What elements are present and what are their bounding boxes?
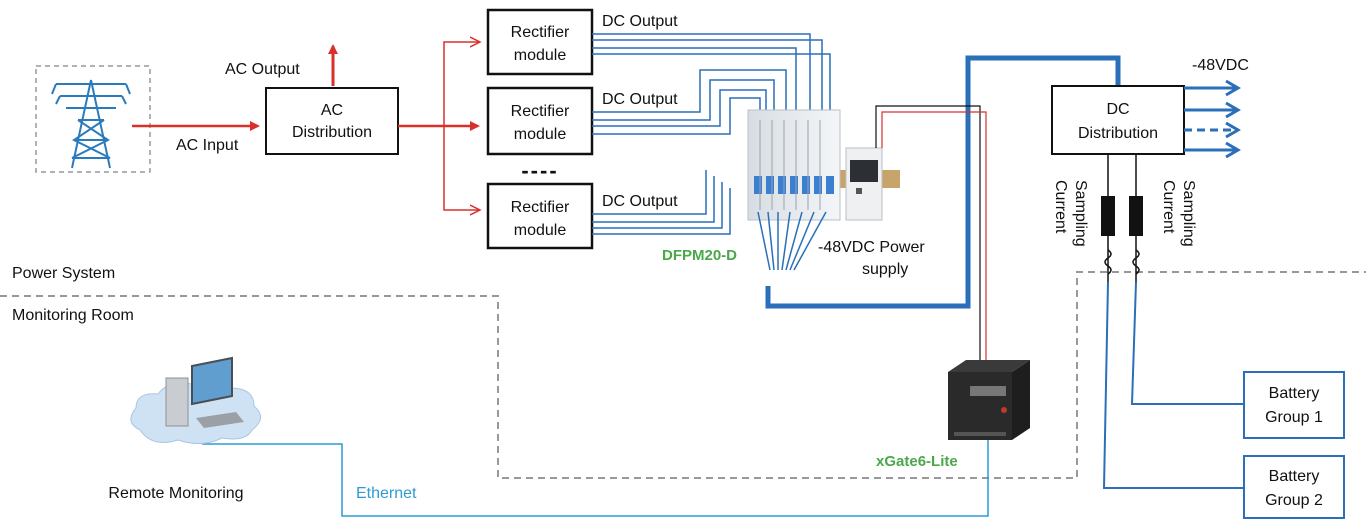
power-supply-label-2: supply bbox=[862, 261, 908, 278]
dc-distribution-box bbox=[1051, 85, 1185, 155]
monitoring-room-label: Monitoring Room bbox=[12, 307, 134, 324]
dfpm-label: DFPM20-D bbox=[662, 247, 737, 264]
svg-text:Rectifier: Rectifier bbox=[511, 199, 570, 216]
rectifier-module-1: Rectifier module bbox=[486, 8, 594, 76]
current-sampling-left-line-1: Current bbox=[1052, 180, 1069, 234]
power-system-boundary bbox=[0, 271, 1366, 479]
current-sensor-icon bbox=[1101, 154, 1143, 282]
battery-group-2: Battery Group 2 bbox=[1243, 455, 1345, 519]
ac-input-label: AC Input bbox=[176, 137, 239, 154]
svg-text:Battery: Battery bbox=[1269, 468, 1320, 485]
svg-text:module: module bbox=[514, 222, 567, 239]
ac-distribution-label-1: AC bbox=[321, 102, 343, 119]
svg-text:Battery: Battery bbox=[1269, 385, 1320, 402]
xgate-label: xGate6-Lite bbox=[876, 453, 958, 470]
dc-output-label-2: DC Output bbox=[602, 91, 678, 108]
dc-output-wires bbox=[592, 33, 831, 235]
dc-output-label-1: DC Output bbox=[602, 13, 678, 30]
svg-text:Group 2: Group 2 bbox=[1265, 492, 1323, 509]
ac-distribution-label-2: Distribution bbox=[292, 124, 372, 141]
dc-distribution-label-1: DC bbox=[1106, 101, 1129, 118]
power-supply-label-1: -48VDC Power bbox=[818, 239, 925, 256]
ethernet-label: Ethernet bbox=[356, 485, 417, 502]
current-sampling-left-line-2: Sampling bbox=[1072, 180, 1089, 247]
svg-text:Rectifier: Rectifier bbox=[511, 24, 570, 41]
rectifier-module-3: Rectifier module bbox=[486, 182, 594, 250]
current-sampling-right-line-2: Sampling bbox=[1180, 180, 1197, 247]
svg-text:Rectifier: Rectifier bbox=[511, 103, 570, 120]
remote-monitoring-label: Remote Monitoring bbox=[108, 485, 243, 502]
dc-bus bbox=[765, 55, 1121, 309]
gateway-device-icon bbox=[948, 360, 1030, 440]
transmission-tower-icon bbox=[35, 65, 151, 173]
rectifier-ellipsis: ---- bbox=[521, 158, 558, 183]
svg-text:module: module bbox=[514, 126, 567, 143]
svg-text:module: module bbox=[514, 47, 567, 64]
power-system-label: Power System bbox=[12, 265, 115, 282]
current-sampling-right-line-1: Current bbox=[1160, 180, 1177, 234]
dfpm-meter-device-icon bbox=[747, 109, 900, 221]
ac-output-label: AC Output bbox=[225, 61, 300, 78]
svg-text:Group 1: Group 1 bbox=[1265, 409, 1323, 426]
ac-distribution-box bbox=[265, 87, 399, 155]
dc-output-label-3: DC Output bbox=[602, 193, 678, 210]
rectifier-module-2: Rectifier module bbox=[486, 86, 594, 156]
ethernet-cable bbox=[202, 440, 989, 517]
battery-group-1: Battery Group 1 bbox=[1243, 371, 1345, 439]
dc-distribution-label-2: Distribution bbox=[1078, 125, 1158, 142]
computer-monitor-icon bbox=[130, 356, 261, 444]
minus48vdc-label: -48VDC bbox=[1192, 57, 1249, 74]
